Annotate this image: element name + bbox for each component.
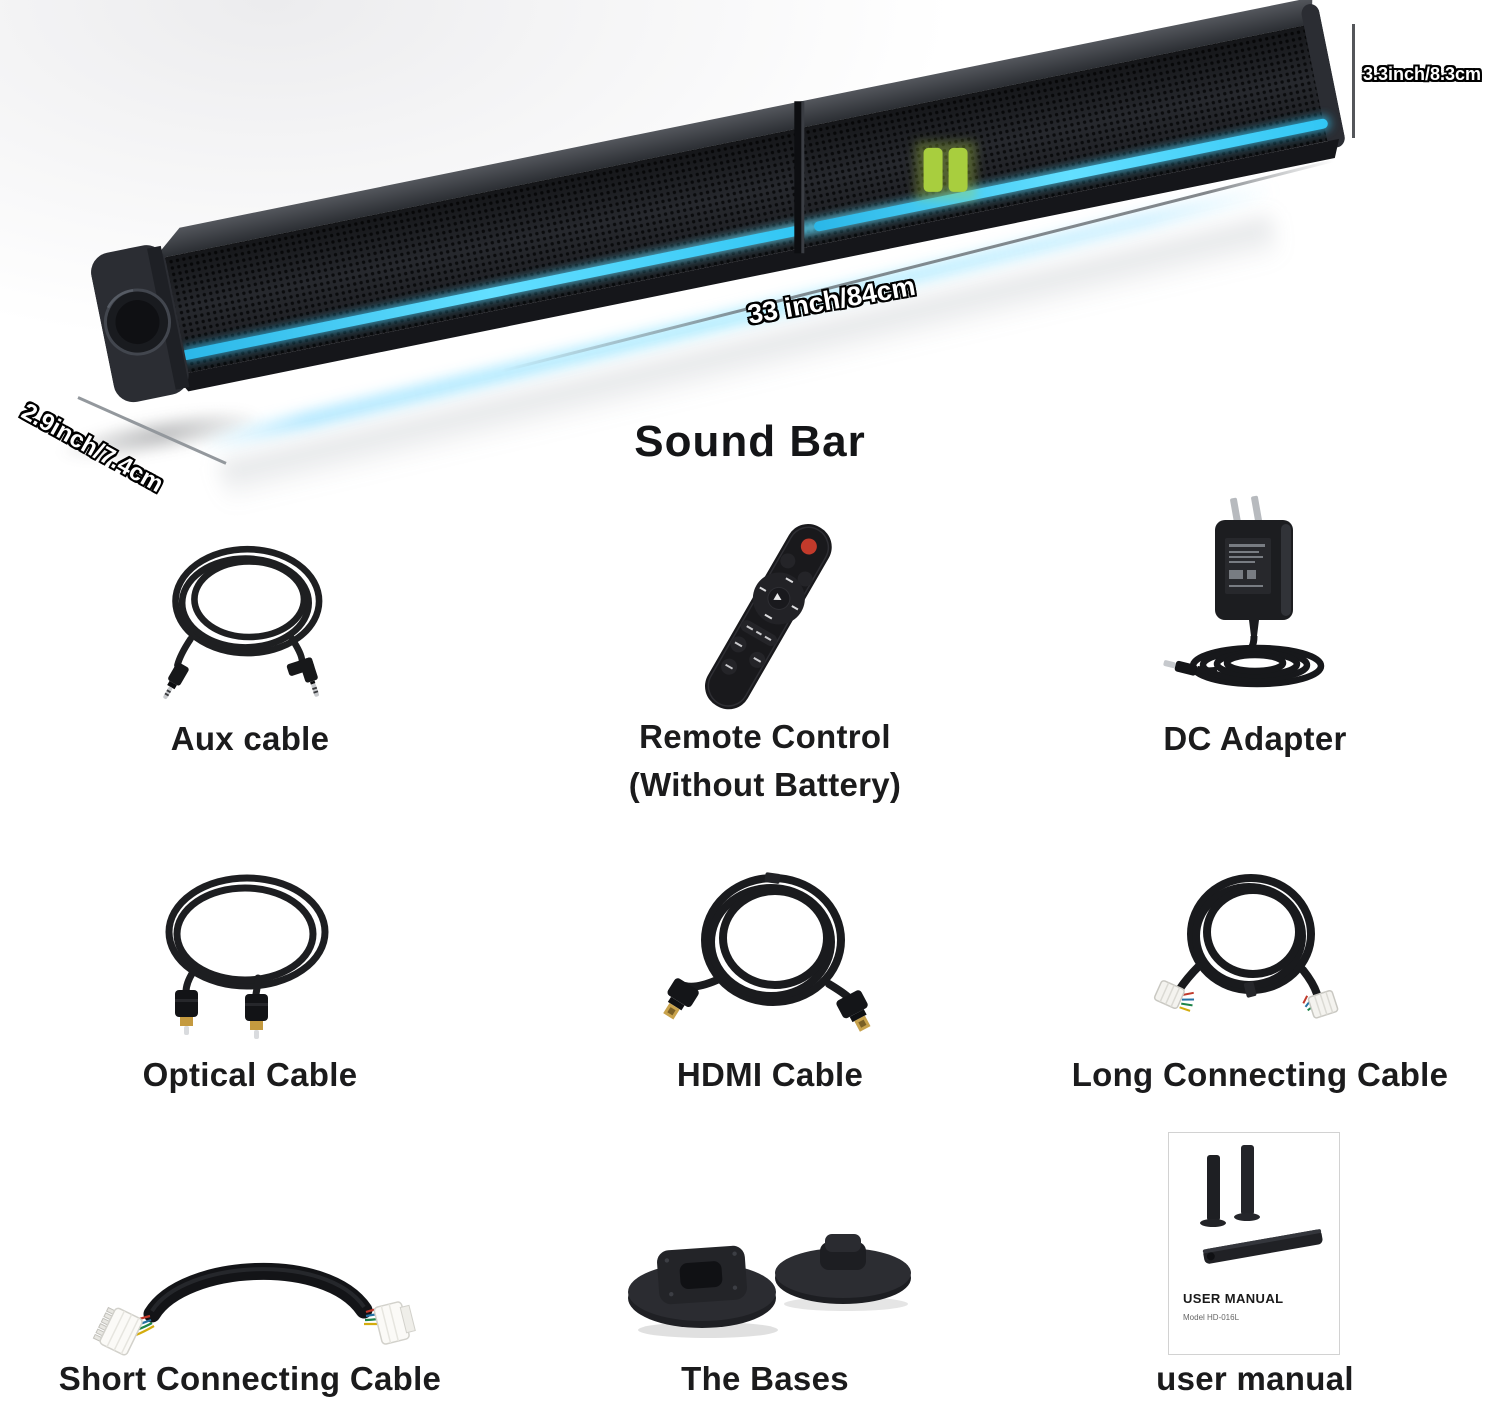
- short-cable-connector-left: [92, 1306, 143, 1356]
- remote-control-image: [660, 505, 875, 730]
- remote-control-sublabel: (Without Battery): [628, 766, 902, 803]
- dc-adapter-art: [1163, 495, 1325, 688]
- long-cable-connector-left: [1153, 980, 1195, 1012]
- long-cable-coil: [1175, 874, 1321, 998]
- soundbar-art: [91, 0, 1345, 403]
- manual-cover-title: USER MANUAL: [1183, 1291, 1284, 1306]
- aux-cable-art: [163, 545, 323, 700]
- remote-body: [705, 523, 832, 710]
- hdmi-cable-image: [645, 858, 895, 1053]
- short-connecting-cable-image: [88, 1218, 418, 1368]
- height-dimension-line: [1352, 24, 1355, 138]
- aux-cable-label: Aux cable: [170, 720, 330, 757]
- optical-connector-right: [245, 994, 268, 1039]
- grille-shading: [152, 24, 1337, 375]
- side-driver: [115, 300, 160, 345]
- bases-art: [628, 1234, 911, 1338]
- soundbar-bottom-lip: [174, 138, 1340, 392]
- long-connecting-cable-image: [1125, 858, 1375, 1053]
- led-strip-left: [181, 226, 801, 361]
- aux-coil: [172, 545, 323, 669]
- hdmi-cable-art: [663, 872, 871, 1032]
- short-cable-body: [143, 1262, 373, 1323]
- user-manual-image: USER MANUAL Model HD-016L: [1168, 1132, 1340, 1355]
- optical-cable-art: [165, 874, 329, 1039]
- user-manual-label: user manual: [1156, 1360, 1354, 1397]
- aux-plug-right-angle: [286, 657, 319, 697]
- optical-connector-left: [175, 990, 198, 1035]
- manual-cover-art: [1200, 1145, 1323, 1264]
- adapter-cable-coil: [1189, 644, 1325, 688]
- base-left: [628, 1245, 778, 1338]
- long-connecting-cable-label: Long Connecting Cable: [1071, 1056, 1449, 1093]
- dc-adapter-image: [1135, 488, 1375, 703]
- hdmi-connector-right: [836, 990, 871, 1032]
- optical-cable-label: Optical Cable: [142, 1056, 358, 1093]
- short-connecting-cable-label: Short Connecting Cable: [58, 1360, 442, 1397]
- remote-mode-button: [797, 571, 813, 587]
- soundbar-image: [85, 0, 1352, 419]
- soundbar-right-cap: [1301, 4, 1345, 148]
- soundbar-top-face: [153, 0, 1313, 260]
- base-right: [775, 1234, 911, 1311]
- indicator-lights: [915, 141, 976, 200]
- led-strip-right: [814, 118, 1328, 232]
- remote-control-label: Remote Control: [639, 718, 891, 755]
- bases-image: [600, 1190, 940, 1355]
- adapter-prongs: [1230, 495, 1262, 525]
- remote-control-art: [705, 523, 832, 710]
- long-connecting-cable-art: [1153, 874, 1339, 1019]
- manual-cover-model: Model HD-016L: [1183, 1313, 1240, 1322]
- driver-highlight: [106, 289, 134, 309]
- hdmi-cable-label: HDMI Cable: [676, 1056, 864, 1093]
- remote-mute-button: [780, 553, 796, 569]
- long-cable-connector-right: [1302, 989, 1339, 1019]
- dc-adapter-label: DC Adapter: [1163, 720, 1347, 757]
- aux-plug-straight: [163, 662, 189, 700]
- aux-cable-image: [135, 535, 370, 705]
- hdmi-connector-left: [663, 978, 699, 1020]
- remote-power-button: [800, 538, 817, 555]
- optical-cable-image: [125, 866, 375, 1051]
- optical-coil: [165, 874, 329, 998]
- height-dimension-label: 3.3inch/8.3cm: [1363, 64, 1482, 84]
- short-connecting-cable-art: [92, 1262, 416, 1356]
- short-cable-connector-right: [373, 1301, 416, 1345]
- product-title: Sound Bar: [634, 417, 866, 467]
- hdmi-coil: [681, 874, 853, 1006]
- soundbar-seam: [794, 101, 805, 254]
- bases-label: The Bases: [681, 1360, 849, 1397]
- dc-plug: [1163, 660, 1198, 676]
